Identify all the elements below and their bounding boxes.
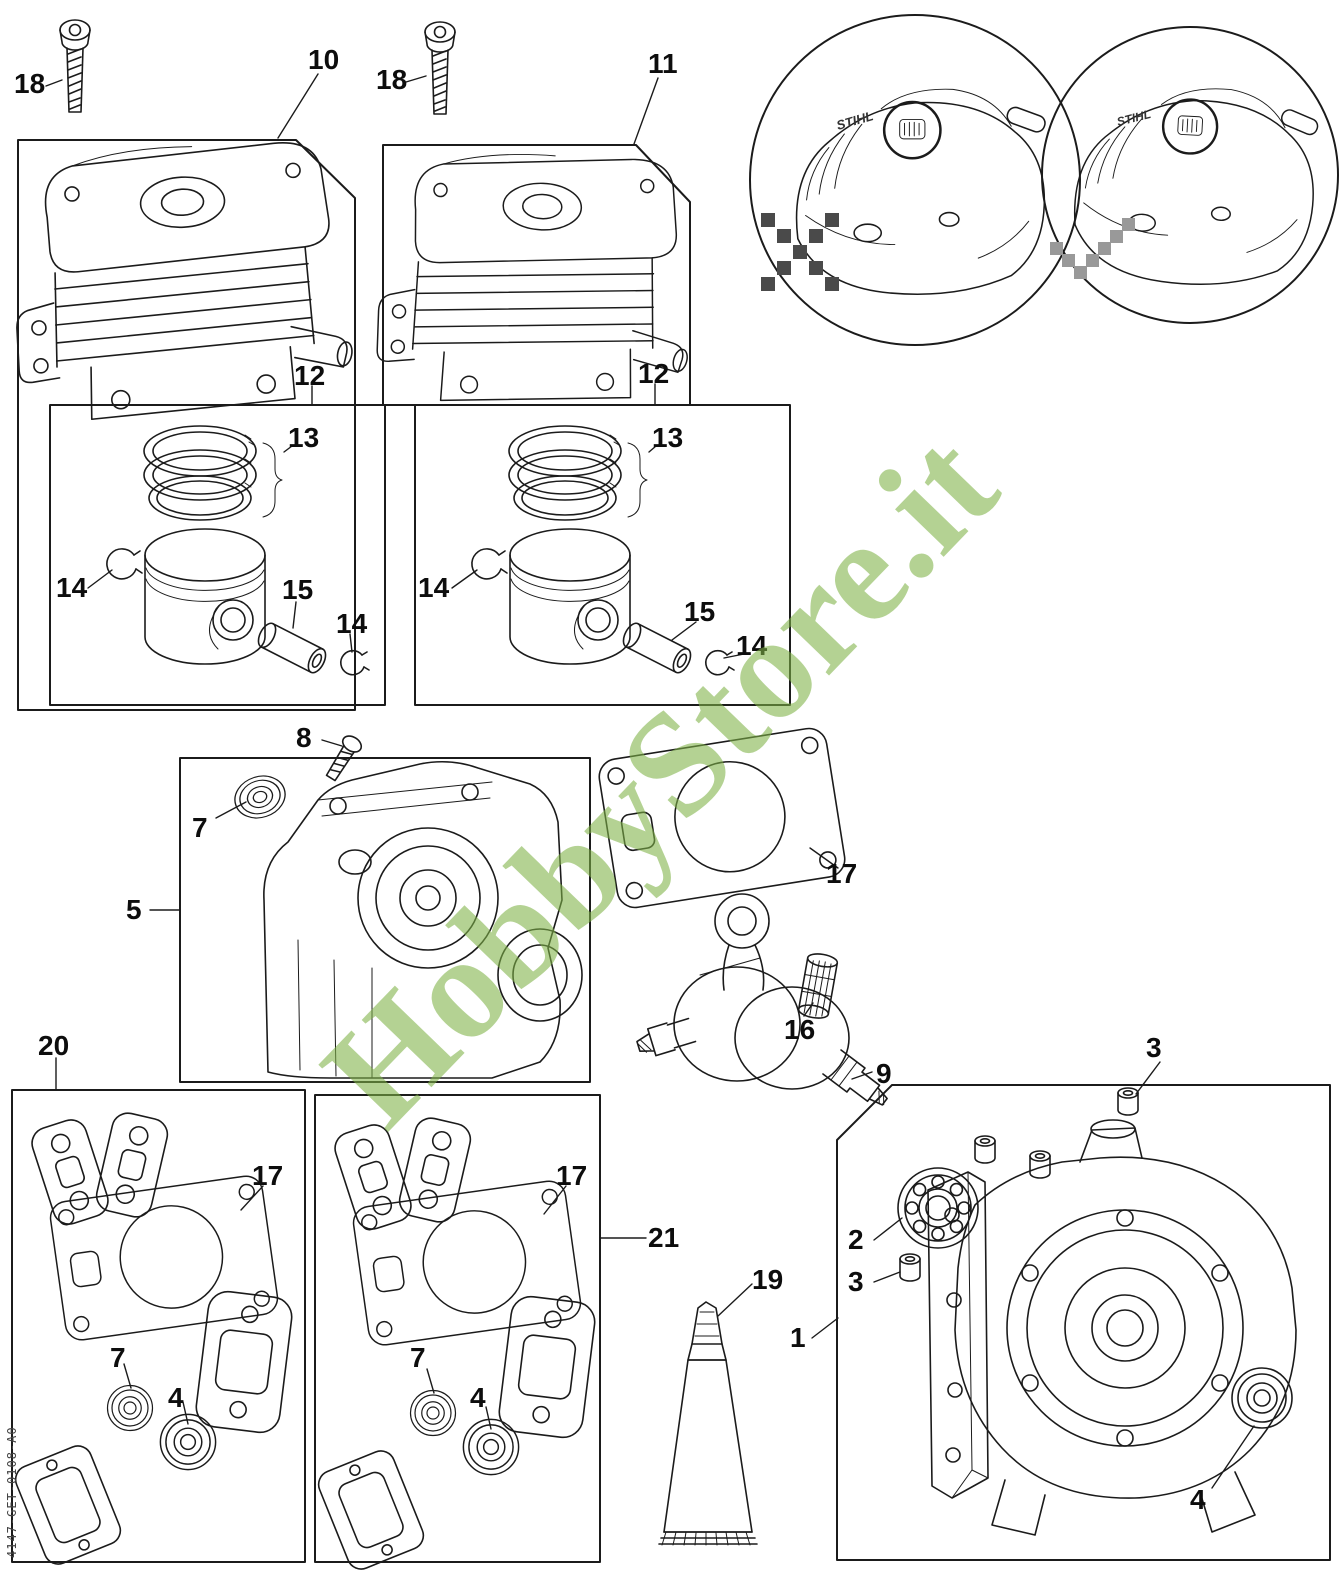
callout-wrist-pin-left: 15: [282, 574, 314, 605]
callout-circlip-left-b: 14: [336, 608, 368, 639]
gasket-set-mid-drawing: [314, 1115, 597, 1573]
ball-bearing-drawing: [897, 1167, 979, 1249]
callout-crankshaft: 9: [876, 1058, 892, 1089]
cylinder-gasket-drawing: [595, 725, 849, 911]
callout-piston-set-right: 12: [638, 358, 670, 389]
crankcase-drawing: [228, 760, 583, 1079]
crankshaft-drawing: [636, 893, 888, 1106]
callout-cylinder-right: 11: [648, 48, 678, 79]
assembly-note-wrong: STIHL: [749, 14, 1081, 346]
callout-screw-crankcase: 8: [296, 722, 312, 753]
callout-plug-top: 3: [1146, 1032, 1162, 1063]
callout-plug-bottom: 3: [848, 1266, 864, 1297]
callout-piston-rings-right: 13: [652, 422, 684, 453]
callout-oil-seal-right: 4: [1190, 1484, 1206, 1515]
crankcase-seal-drawing: [228, 769, 292, 825]
crankcase-half-drawing: [897, 1087, 1297, 1536]
callout-screw-cylinder-right: 18: [376, 64, 408, 95]
callout-gasket-set-left: 20: [38, 1030, 70, 1061]
gasket-set-box-mid: [314, 1094, 601, 1563]
brand-logo-left: STIHL: [835, 108, 875, 133]
callout-gasket-cylinder-top: 17: [826, 858, 858, 889]
piston-kit-left-drawing: [106, 425, 370, 677]
crankcase-screw-drawing: [325, 735, 363, 782]
callout-wrist-pin-right: 15: [684, 596, 716, 627]
brand-logo-right: STIHL: [1115, 107, 1152, 129]
piston-box-left: [49, 404, 386, 706]
crankcase-box: [179, 757, 591, 1083]
callout-oil-seal-crankcase: 7: [192, 812, 208, 843]
plug-mid-a-drawing: [974, 1135, 996, 1164]
callout-seal-set-left-small: 7: [110, 1342, 126, 1373]
callout-circlip-right-a: 14: [418, 572, 450, 603]
callout-circlip-right-b: 14: [736, 630, 768, 661]
callout-gasket-set-mid: 21: [648, 1222, 680, 1253]
document-code: 4147-GET-0108-A0: [5, 1426, 19, 1558]
callout-cylinder-left: 10: [308, 44, 340, 75]
wrong-symbol-icon: [761, 213, 839, 291]
piston-box-right: [414, 404, 791, 706]
cylinder-screw-right-drawing: [424, 21, 456, 115]
plug-bottom-drawing: [899, 1253, 921, 1282]
callout-crankcase-half: 1: [790, 1322, 806, 1353]
needle-bearing-drawing: [797, 953, 839, 1019]
callout-ball-bearing: 2: [848, 1224, 864, 1255]
callout-crankcase: 5: [126, 894, 142, 925]
callout-gasket-cyl-set-left: 17: [252, 1160, 284, 1191]
callout-piston-set-left: 12: [294, 360, 326, 391]
leader-lines: [45, 73, 1255, 1489]
gasket-set-box-left: [11, 1089, 306, 1563]
callout-sealant-tube: 19: [752, 1264, 784, 1295]
callout-circlip-left-a: 14: [56, 572, 88, 603]
callout-screw-cylinder-left: 18: [14, 68, 46, 99]
sealant-tube-drawing: [658, 1301, 758, 1546]
crankcase-half-box: [836, 1084, 1331, 1561]
callout-seal-set-mid-large: 4: [470, 1382, 486, 1413]
piston-kit-right-drawing: [471, 425, 735, 677]
cylinder-box-left: [17, 139, 356, 711]
correct-symbol-icon: [1050, 218, 1135, 279]
assembly-note-correct: STIHL: [1041, 26, 1339, 324]
callout-seal-set-mid-small: 7: [410, 1342, 426, 1373]
plug-mid-b-drawing: [1029, 1150, 1051, 1179]
callout-seal-set-left-large: 4: [168, 1382, 184, 1413]
callout-piston-rings-left: 13: [288, 422, 320, 453]
cylinder-screw-left-drawing: [59, 19, 91, 113]
cylinder-box-right: [382, 144, 691, 406]
plug-top-drawing: [1117, 1087, 1139, 1116]
callout-needle-bearing: 16: [784, 1014, 816, 1045]
callout-gasket-cyl-set-mid: 17: [556, 1160, 588, 1191]
